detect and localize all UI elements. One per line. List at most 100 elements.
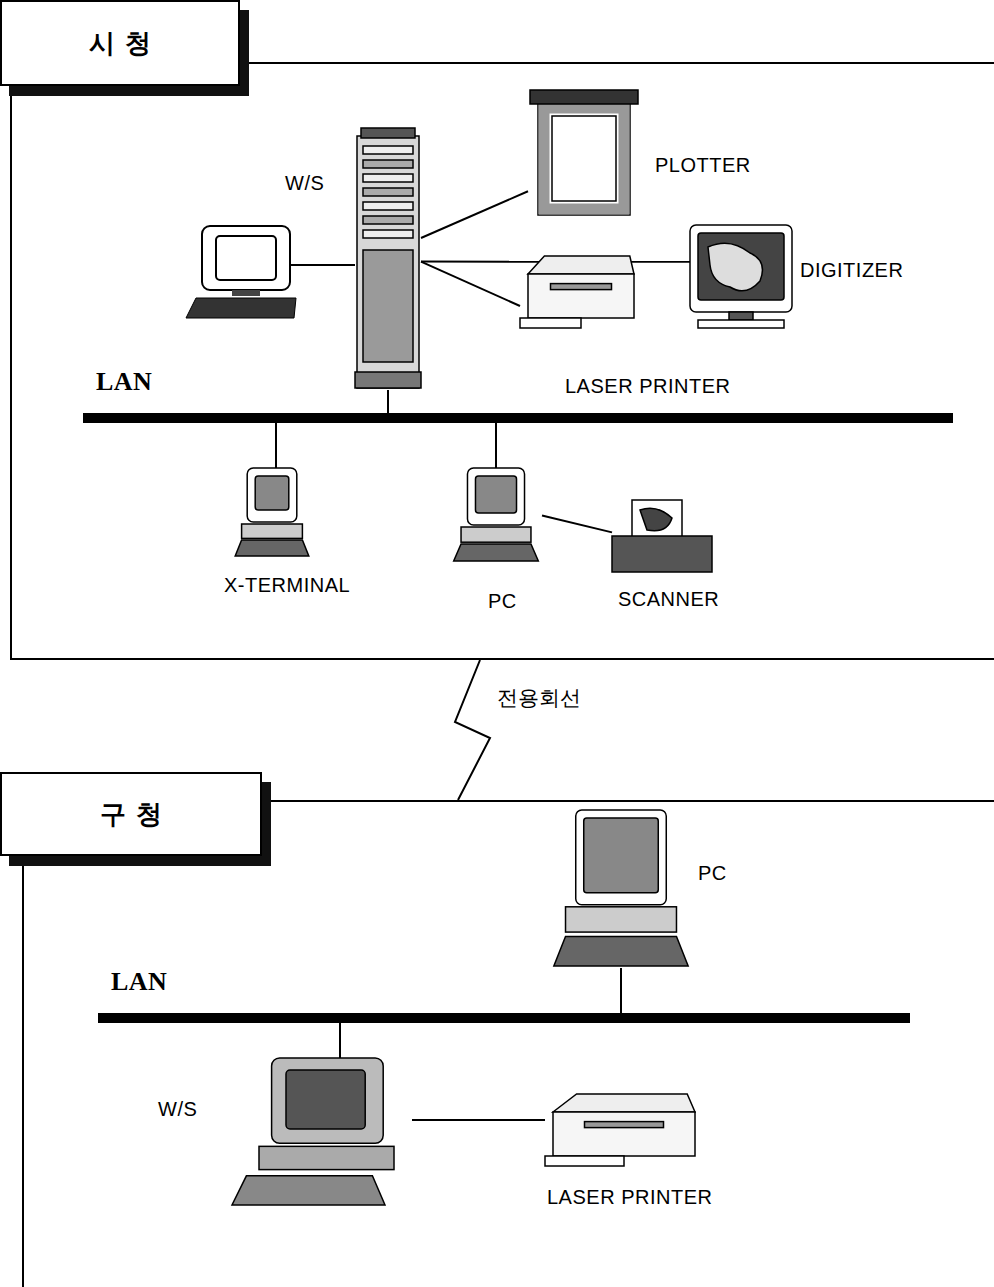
device-node: PC xyxy=(450,468,542,563)
printer-top xyxy=(553,1094,695,1112)
printer-top xyxy=(528,256,634,274)
device-node: SCANNER xyxy=(612,500,712,572)
device-icon xyxy=(450,468,542,563)
scan-image xyxy=(640,508,672,531)
line-label: 전용회선 xyxy=(495,684,583,712)
cable xyxy=(421,262,520,306)
device-node: PLOTTER xyxy=(528,90,640,225)
device-icon xyxy=(232,468,312,558)
device-icon xyxy=(548,810,694,968)
tower-base xyxy=(355,372,421,388)
device-node: W/S xyxy=(355,128,421,390)
tower-cap xyxy=(361,128,415,138)
device-icon xyxy=(545,1088,703,1168)
network-label: LAN xyxy=(111,967,167,997)
tower-bay xyxy=(363,146,413,154)
device-node: LASER PRINTER xyxy=(545,1088,703,1168)
system-unit xyxy=(242,524,303,538)
leased-line xyxy=(455,660,490,800)
site-tab: 구 청 xyxy=(0,772,262,856)
site-panel: 구 청PCLANW/SLASER PRINTER xyxy=(22,800,994,1287)
plotter-sheet xyxy=(552,116,616,201)
console-keyboard xyxy=(186,298,296,318)
device-node: DIGITIZER xyxy=(690,225,792,330)
device-label: PLOTTER xyxy=(655,154,751,177)
cable xyxy=(421,191,528,238)
system-unit xyxy=(461,527,531,542)
monitor-case xyxy=(576,810,667,905)
monitor-screen xyxy=(255,476,289,510)
console-monitor xyxy=(202,226,290,290)
console-stand xyxy=(232,290,260,296)
device-node: X-TERMINAL xyxy=(232,468,312,558)
device-label: PC xyxy=(488,590,517,613)
device-icon xyxy=(355,128,421,390)
ws-unit xyxy=(259,1146,394,1169)
site-tab: 시 청 xyxy=(0,0,240,86)
cable xyxy=(275,423,277,468)
keyboard xyxy=(454,544,539,561)
monitor-stand xyxy=(729,312,753,320)
device-node: LASER PRINTER xyxy=(520,250,642,330)
device-icon xyxy=(232,1058,412,1213)
keyboard xyxy=(554,936,688,966)
tower-lower xyxy=(363,250,413,362)
site-panel: 시 청W/SPLOTTERDIGITIZERLASER PRINTERLANX-… xyxy=(10,62,994,660)
keyboard xyxy=(235,540,309,556)
system-unit xyxy=(566,907,677,932)
device-label: W/S xyxy=(158,1098,197,1121)
device-icon xyxy=(690,225,792,330)
tower-body xyxy=(357,136,419,388)
monitor-screen xyxy=(698,233,784,300)
device-icon xyxy=(528,90,640,225)
scanner-body xyxy=(612,536,712,572)
cable xyxy=(620,968,622,1013)
device-label: W/S xyxy=(285,172,324,195)
plotter-rim xyxy=(544,108,624,209)
monitor-case xyxy=(690,225,792,312)
printer-slot xyxy=(551,284,612,290)
map-shape xyxy=(708,243,762,291)
printer-tray xyxy=(545,1156,624,1166)
lan-bus: LAN xyxy=(98,1013,910,1023)
device-icon xyxy=(520,250,642,330)
cable xyxy=(542,516,612,533)
scan-page xyxy=(632,500,682,540)
monitor-case xyxy=(467,468,524,525)
monitor-screen xyxy=(584,818,659,893)
cable xyxy=(412,1119,545,1121)
lan-bus: LAN xyxy=(83,413,953,423)
network-label: LAN xyxy=(96,367,152,397)
plotter-bar xyxy=(530,90,638,104)
device-label: LASER PRINTER xyxy=(547,1186,712,1209)
tower-bay xyxy=(363,174,413,182)
tower-bay xyxy=(363,230,413,238)
monitor-screen xyxy=(475,476,516,513)
printer-body xyxy=(528,274,634,318)
cable xyxy=(495,423,497,468)
monitor-foot xyxy=(698,320,784,328)
console-wire xyxy=(290,264,355,266)
device-node: W/S xyxy=(232,1058,412,1213)
monitor-case xyxy=(247,468,297,522)
device-label: X-TERMINAL xyxy=(224,574,350,597)
ws-screen xyxy=(286,1070,365,1129)
device-label: DIGITIZER xyxy=(800,259,903,282)
console-terminal xyxy=(186,226,355,318)
tower-bay xyxy=(363,202,413,210)
cable xyxy=(339,1023,341,1058)
ws-monitor xyxy=(272,1058,384,1143)
ws-keyboard xyxy=(232,1176,385,1205)
tower-bay xyxy=(363,216,413,224)
printer-body xyxy=(553,1112,695,1156)
device-node: PC xyxy=(548,810,694,968)
device-icon xyxy=(612,500,712,572)
printer-slot xyxy=(585,1122,664,1128)
printer-tray xyxy=(520,318,581,328)
tower-bay xyxy=(363,188,413,196)
tower-bay xyxy=(363,160,413,168)
device-label: SCANNER xyxy=(618,588,719,611)
plotter-frame xyxy=(538,102,630,215)
